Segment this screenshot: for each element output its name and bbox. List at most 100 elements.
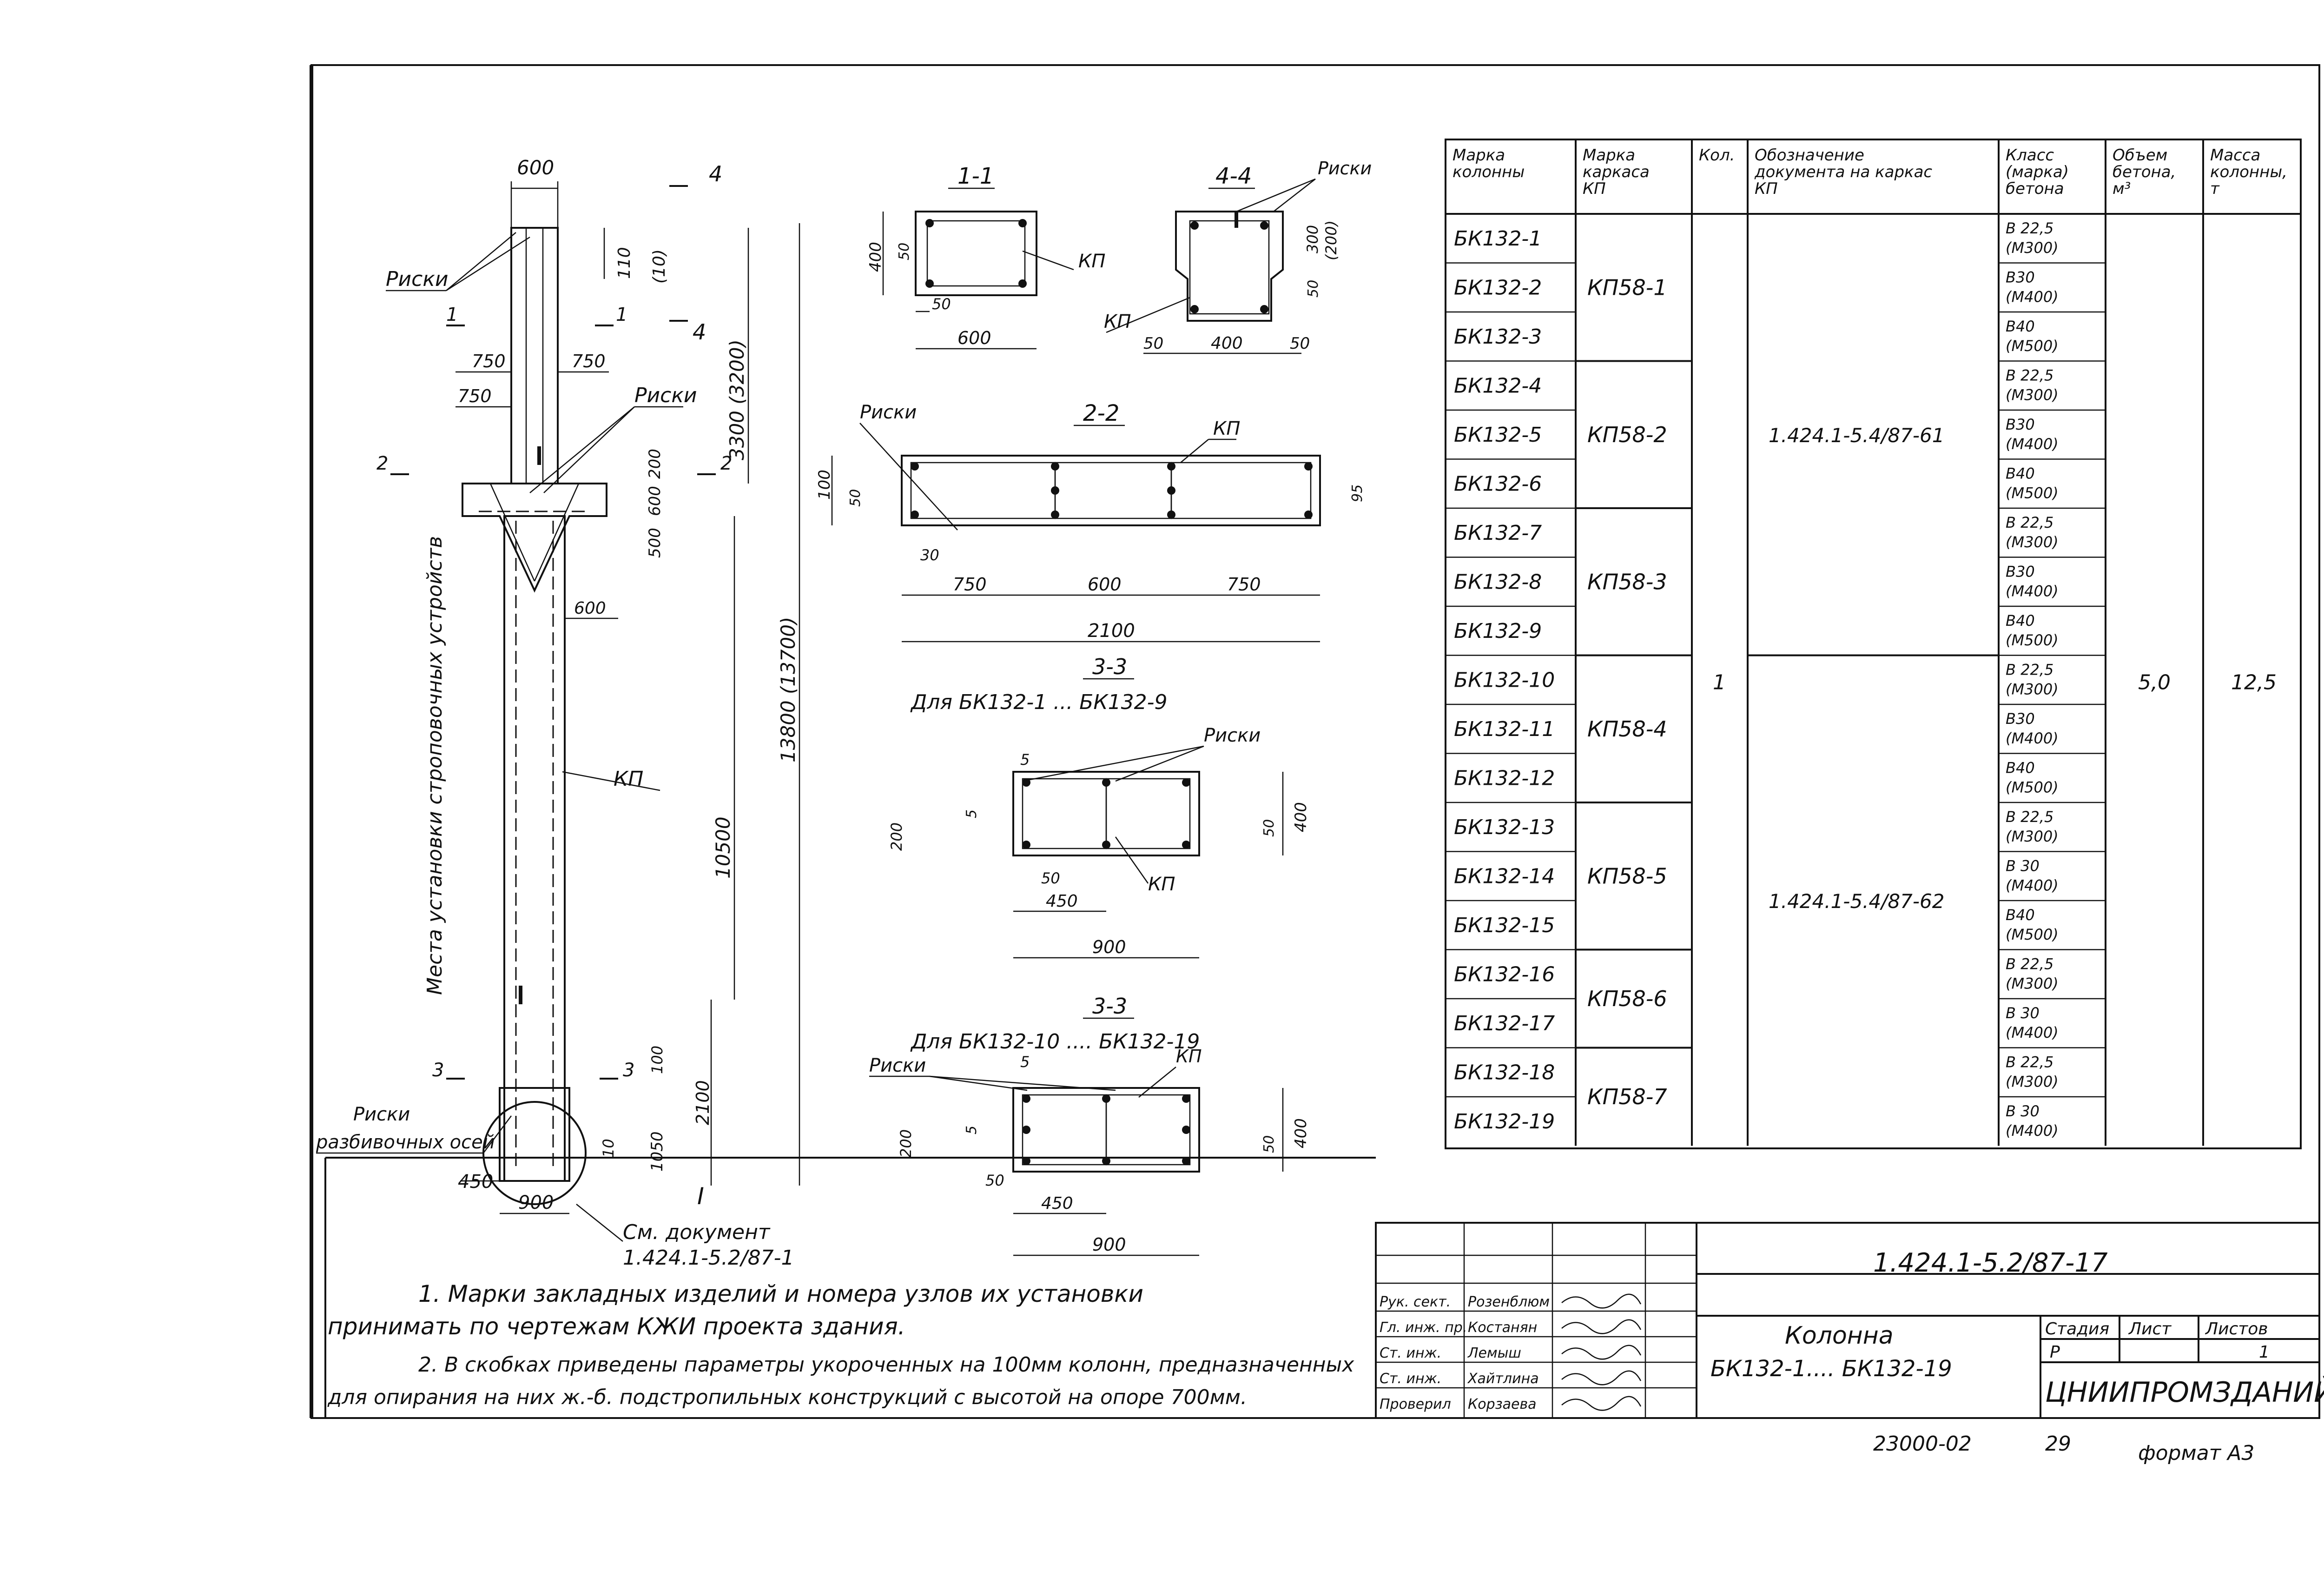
section-3-3b-dim-450: 450 (1041, 1194, 1073, 1213)
section-3-3a-dim-400: 400 (1292, 802, 1310, 832)
section-3-3a-dim-5a: 5 (1020, 751, 1030, 769)
signature-name: Корзаева (1468, 1396, 1537, 1412)
spec-concrete-grade: (М400) (2006, 1122, 2059, 1140)
spec-column-mark: БК132-11 (1454, 717, 1555, 741)
section-3-3b-title: 3-3 (1092, 994, 1127, 1019)
section-3-3-b: 3-3 Для БК132-10 .... БК132-19 Риски КП … (869, 994, 1310, 1256)
spec-concrete-grade: (М400) (2006, 1024, 2059, 1041)
spec-column-mark: БК132-19 (1454, 1110, 1555, 1134)
spec-concrete-grade: (М300) (2006, 239, 2059, 257)
dim-100: 100 (648, 1046, 666, 1074)
section-3-3b-dim-400: 400 (1292, 1118, 1310, 1148)
dim-total: 13800 (13700) (777, 617, 799, 762)
label-see-document-1: См. документ (623, 1220, 771, 1244)
signature-role: Гл. инж. пр. (1380, 1319, 1467, 1336)
dim-2100: 2100 (693, 1080, 713, 1125)
spec-concrete-class: В 22,5 (2006, 367, 2053, 384)
cut-mark-4-bottom: 4 (693, 319, 706, 345)
spec-column-mark: БК132-6 (1454, 472, 1542, 496)
spec-column-mark: БК132-9 (1454, 619, 1542, 643)
spec-quantity: 1 (1713, 670, 1726, 694)
spec-column-mark: БК132-16 (1454, 963, 1555, 987)
dim-500: 500 (646, 528, 664, 558)
spec-concrete-class: В 22,5 (2006, 661, 2053, 679)
section-3-3b-dim-200: 200 (897, 1129, 915, 1158)
section-1-1-dim-50a: 50 (896, 243, 912, 260)
cut-mark-2-left: 2 (376, 453, 388, 474)
section-4-4-dim-50b: 50 (1143, 334, 1163, 353)
spec-column-mark: БК132-13 (1454, 815, 1555, 839)
spec-mass: 12,5 (2231, 670, 2277, 694)
spec-header-cell: Класс(марка)бетона (2006, 146, 2069, 198)
spec-concrete-grade: (М500) (2006, 779, 2059, 796)
dim-750-c: 750 (458, 386, 492, 406)
dim-10: 10 (600, 1139, 617, 1158)
spec-column-mark: БК132-18 (1454, 1061, 1555, 1085)
spec-concrete-class: В30 (2006, 269, 2035, 286)
section-1-1-dim-50b: 50 (932, 295, 951, 313)
section-4-4-title: 4-4 (1215, 163, 1252, 189)
drawing-name-line-1: Колонна (1785, 1322, 1894, 1350)
label-roman-one: I (697, 1183, 704, 1210)
spec-column-mark: БК132-5 (1454, 423, 1542, 447)
notes: 1. Марки закладных изделий и номера узло… (327, 1280, 1354, 1409)
section-4-4: 4-4 Риски 300 (200) 50 50 400 50 КП (1104, 158, 1372, 354)
spec-column-mark: БК132-10 (1454, 669, 1555, 692)
dim-750-a: 750 (472, 351, 506, 371)
signature-role: Ст. инж. (1380, 1371, 1441, 1387)
signature-scribble (1561, 1370, 1642, 1385)
signature-scribble (1561, 1345, 1642, 1360)
section-3-3a-dim-5b: 5 (964, 809, 980, 818)
section-3-3b-kp: КП (1176, 1046, 1202, 1067)
dim-upper: 3300 (3200) (726, 339, 748, 460)
spec-concrete-grade: (М500) (2006, 484, 2059, 502)
sheets-value: 1 (2259, 1343, 2270, 1362)
signature-role: Рук. сект. (1380, 1294, 1451, 1310)
spec-concrete-class: В40 (2006, 612, 2035, 630)
cut-mark-2-right: 2 (720, 453, 732, 474)
section-2-2-dim-750a: 750 (953, 574, 987, 595)
spec-table-grid (1446, 139, 2301, 1146)
section-2-2-dim-95: 95 (1349, 484, 1366, 502)
paper-format: формат А3 (2138, 1441, 2254, 1465)
signature-name: Розенблюм (1468, 1294, 1550, 1310)
column-elevation (462, 227, 607, 1205)
section-2-2-dim-2100: 2100 (1088, 620, 1135, 642)
column-labels: Риски Риски КП Места установки строповоч… (316, 232, 794, 1270)
spec-concrete-class: В 22,5 (2006, 955, 2053, 973)
spec-concrete-class: В 22,5 (2006, 1054, 2053, 1071)
section-3-3b-dim-900: 900 (1092, 1234, 1126, 1255)
spec-concrete-grade: (М300) (2006, 1073, 2059, 1091)
spec-volume: 5,0 (2138, 670, 2171, 694)
section-1-1-title: 1-1 (957, 163, 994, 189)
dim-top-width: 600 (517, 156, 554, 179)
spec-concrete-class: В 22,5 (2006, 514, 2053, 531)
spec-column-mark: БК132-8 (1454, 570, 1542, 594)
section-2-2-title: 2-2 (1083, 400, 1119, 426)
spec-concrete-grade: (М500) (2006, 926, 2059, 943)
note-1-line-2: принимать по чертежам КЖИ проекта здания… (328, 1313, 905, 1340)
signature-role: Проверил (1380, 1396, 1451, 1412)
dim-450: 450 (458, 1171, 493, 1193)
signature-scribble (1561, 1396, 1642, 1411)
section-3-3b-riski: Риски (869, 1055, 926, 1076)
section-3-3-a: 3-3 Для БК132-1 ... БК132-9 Риски КП 5 5… (888, 654, 1310, 959)
section-3-3a-kp: КП (1148, 874, 1175, 895)
spec-concrete-grade: (М300) (2006, 681, 2059, 698)
label-riski-console: Риски (634, 384, 697, 407)
spec-header-cell: Кол. (1699, 146, 1735, 165)
dim-bottom-width: 900 (518, 1192, 554, 1213)
spec-frame-mark: КП58-1 (1587, 275, 1667, 300)
stage-header: Стадия (2045, 1319, 2109, 1339)
spec-column-mark: БК132-17 (1454, 1012, 1555, 1035)
spec-concrete-grade: (М400) (2006, 583, 2059, 600)
label-see-document-2: 1.424.1-5.2/87-1 (623, 1246, 794, 1270)
section-3-3a-dim-200: 200 (888, 822, 905, 851)
section-cut-marks: 1 1 4 4 2 2 3 3 (376, 161, 732, 1081)
spec-concrete-grade: (М400) (2006, 729, 2059, 747)
